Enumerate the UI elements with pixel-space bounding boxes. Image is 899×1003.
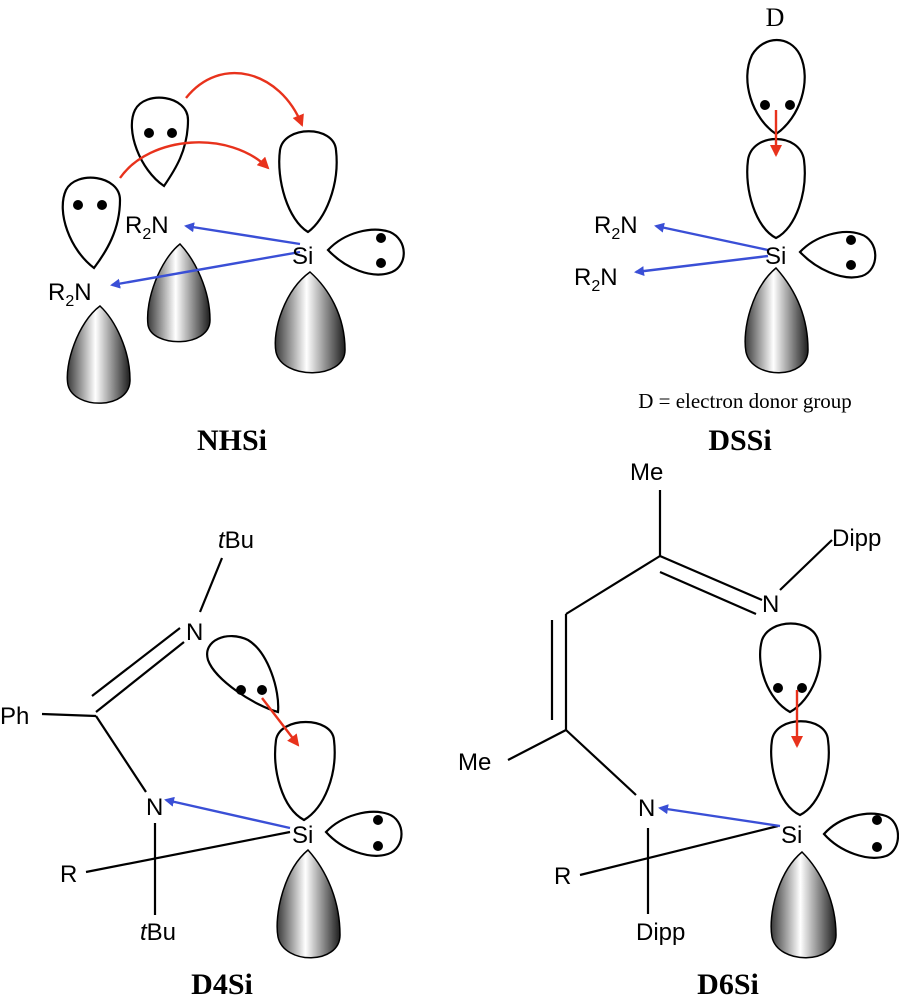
ph-label: Ph	[0, 703, 29, 730]
si-label: Si	[781, 822, 802, 849]
si-lone-pair-lobe	[324, 810, 403, 857]
nhsi-panel: R2N R2N Si NHSi	[48, 72, 405, 457]
dipp-top-label: Dipp	[832, 525, 881, 552]
c-c-bond	[565, 555, 661, 615]
r-bond	[85, 830, 291, 874]
si-filled-lobe	[744, 266, 809, 374]
r-label: R	[554, 863, 571, 890]
n-lone-pair-lobe	[206, 635, 280, 714]
si-empty-p-lobe	[274, 721, 336, 822]
dssi-caption: DSSi	[708, 424, 771, 457]
n-top-filled-lobe	[146, 242, 211, 343]
d6si-caption: D6Si	[697, 968, 759, 1001]
n-top-lone-pair-lobe	[130, 96, 190, 188]
dipp-bottom-label: Dipp	[636, 919, 685, 946]
sigma-donation-arrow	[164, 796, 291, 830]
n-bottom-label: N	[146, 794, 163, 821]
r-label: R	[60, 861, 77, 888]
n-electron	[773, 683, 783, 693]
c-n-double-bond	[91, 627, 181, 697]
me-c-bond	[507, 729, 567, 761]
si-electron	[846, 235, 856, 245]
si-label: Si	[292, 822, 313, 849]
r2n-bottom-label: R2N	[574, 264, 618, 295]
r2n-bottom-label: R2N	[48, 279, 92, 310]
sigma-donation-arrow	[654, 222, 769, 252]
n-top-electron	[144, 128, 154, 138]
c-n-double-bond	[95, 641, 185, 713]
si-label: Si	[765, 243, 786, 270]
sigma-donation-arrow	[110, 250, 301, 289]
sigma-donation-arrow	[658, 804, 781, 828]
si-electron	[376, 233, 386, 243]
n-top-electron	[167, 128, 177, 138]
si-electron	[373, 815, 383, 825]
n-dipp-bond	[779, 539, 833, 591]
n-electron	[257, 685, 267, 695]
sigma-donation-arrow	[634, 254, 769, 277]
donor-electron	[785, 100, 795, 110]
si-empty-p-lobe	[770, 720, 830, 817]
n-electron	[797, 683, 807, 693]
donor-definition-note: D = electron donor group	[638, 389, 852, 413]
si-electron	[846, 260, 856, 270]
d4si-caption: D4Si	[191, 968, 253, 1001]
n-bottom-lone-pair-lobe	[61, 176, 122, 270]
n-bottom-electron	[97, 200, 107, 210]
c-n-single-bond	[565, 729, 637, 796]
tbu-bottom-label: tBu	[140, 919, 176, 946]
me-left-label: Me	[458, 749, 491, 776]
si-electron	[376, 258, 386, 268]
n-top-label: N	[186, 619, 203, 646]
si-lone-pair-lobe	[326, 228, 405, 276]
sigma-donation-arrow	[184, 222, 301, 246]
n-bottom-filled-lobe	[66, 305, 131, 404]
c-n-double-bond	[659, 570, 757, 616]
c-n-double-bond	[659, 554, 763, 602]
n-lone-pair-lobe	[759, 622, 822, 714]
dssi-panel: D R2N R2N Si D = electron donor group DS…	[574, 3, 877, 457]
lone-pair-donation-arrow	[261, 697, 300, 747]
si-label: Si	[292, 243, 313, 270]
n-bottom-electron	[73, 200, 83, 210]
si-lone-pair-lobe	[798, 230, 877, 279]
ph-c-bond	[41, 712, 97, 718]
lone-pair-donation-arrow	[185, 72, 304, 127]
si-lone-pair-lobe	[822, 812, 899, 859]
d4si-panel: tBu N Ph N R tBu Si D4Si	[0, 527, 403, 1001]
d6si-panel: Me Dipp N Me N R Dipp Si D6Si	[458, 459, 899, 1001]
tbu-top-label: tBu	[218, 527, 254, 554]
si-electron	[872, 815, 882, 825]
r-bond	[579, 824, 779, 877]
lone-pair-donation-arrow	[119, 141, 270, 179]
si-filled-lobe	[770, 850, 837, 959]
nhsi-caption: NHSi	[197, 424, 267, 457]
c-n-single-bond	[95, 715, 147, 793]
donor-electron	[760, 100, 770, 110]
donor-label: D	[766, 3, 785, 32]
r2n-top-label: R2N	[125, 212, 169, 243]
tbu-n-bond	[198, 557, 224, 613]
r2n-top-label: R2N	[594, 212, 638, 243]
n-bottom-label: N	[638, 795, 655, 822]
si-empty-p-lobe	[278, 130, 338, 234]
si-filled-lobe	[276, 848, 341, 959]
si-filled-lobe	[274, 271, 346, 374]
n-top-label: N	[762, 591, 779, 618]
donor-lone-pair-lobe	[746, 39, 806, 136]
si-electron	[373, 841, 383, 851]
si-electron	[872, 842, 882, 852]
n-electron	[236, 685, 246, 695]
me-top-label: Me	[630, 459, 663, 486]
